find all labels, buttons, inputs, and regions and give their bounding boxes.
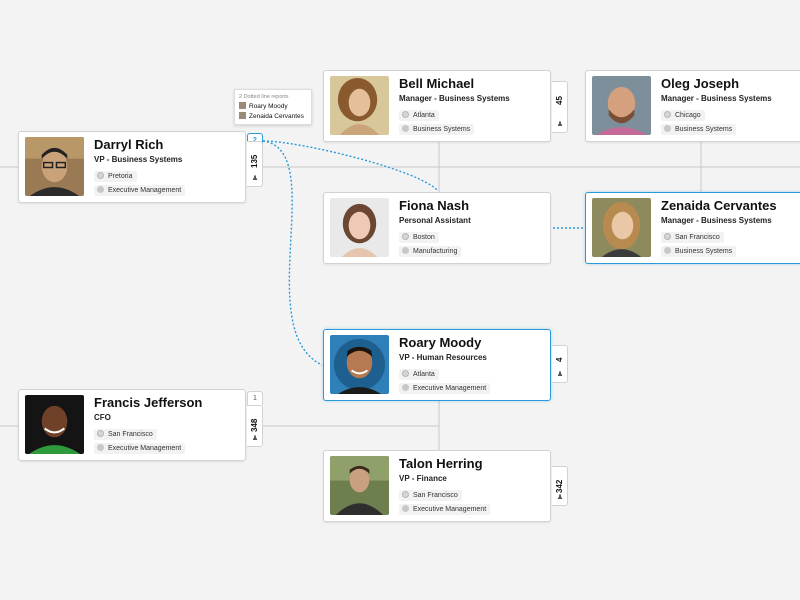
person-title: VP - Business Systems bbox=[94, 155, 183, 164]
department-icon bbox=[402, 247, 409, 254]
location-icon bbox=[97, 430, 104, 437]
avatar bbox=[592, 76, 651, 135]
department-icon bbox=[402, 384, 409, 391]
person-card-selected[interactable]: Roary Moody VP - Human Resources Atlanta… bbox=[323, 329, 551, 401]
popup-header: 2 Dotted line reports bbox=[239, 94, 289, 100]
people-icon: ♟ bbox=[556, 494, 564, 501]
popup-item[interactable]: Zenaida Cervantes bbox=[239, 112, 304, 121]
location-icon bbox=[402, 111, 409, 118]
department-icon bbox=[97, 444, 104, 451]
reports-count: 4 bbox=[555, 357, 564, 363]
person-title: Personal Assistant bbox=[399, 216, 471, 225]
person-title: Manager - Business Systems bbox=[399, 94, 510, 103]
person-card[interactable]: Bell Michael Manager - Business Systems … bbox=[323, 70, 551, 142]
location-tag: Atlanta bbox=[399, 110, 439, 121]
person-name: Bell Michael bbox=[399, 76, 475, 91]
people-icon: ♟ bbox=[556, 371, 564, 378]
person-title: VP - Human Resources bbox=[399, 353, 487, 362]
location-icon bbox=[402, 370, 409, 377]
people-icon: ♟ bbox=[556, 121, 564, 128]
people-icon: ♟ bbox=[251, 435, 259, 442]
department-tag: Executive Management bbox=[94, 443, 186, 454]
reports-count: 135 bbox=[250, 154, 259, 168]
department-tag: Business Systems bbox=[661, 124, 737, 135]
person-title: Manager - Business Systems bbox=[661, 94, 772, 103]
avatar bbox=[330, 335, 389, 394]
person-card[interactable]: Francis Jefferson CFO San Francisco Exec… bbox=[18, 389, 246, 461]
dotted-line-count[interactable]: 1 bbox=[247, 391, 263, 405]
avatar bbox=[330, 456, 389, 515]
popup-item[interactable]: Roary Moody bbox=[239, 102, 288, 111]
department-tag: Business Systems bbox=[399, 124, 475, 135]
location-tag: San Francisco bbox=[399, 490, 462, 501]
department-tag: Business Systems bbox=[661, 246, 737, 257]
department-icon bbox=[664, 125, 671, 132]
person-title: VP - Finance bbox=[399, 474, 447, 483]
department-tag: Executive Management bbox=[399, 383, 491, 394]
dotted-line-popup: 2 Dotted line reports Roary Moody Zenaid… bbox=[234, 89, 312, 125]
avatar bbox=[330, 76, 389, 135]
avatar bbox=[330, 198, 389, 257]
location-icon bbox=[402, 233, 409, 240]
person-name: Fiona Nash bbox=[399, 198, 470, 213]
reports-count-tab[interactable]: 45 ♟ bbox=[552, 81, 568, 133]
location-icon bbox=[97, 172, 104, 179]
location-tag: Pretoria bbox=[94, 171, 137, 182]
person-name: Zenaida Cervantes bbox=[661, 198, 777, 213]
person-card[interactable]: Oleg Joseph Manager - Business Systems C… bbox=[585, 70, 800, 142]
person-card[interactable]: Talon Herring VP - Finance San Francisco… bbox=[323, 450, 551, 522]
department-tag: Executive Management bbox=[94, 185, 186, 196]
department-icon bbox=[402, 125, 409, 132]
reports-count-tab[interactable]: 348 ♟ bbox=[247, 405, 263, 447]
location-tag: Chicago bbox=[661, 110, 705, 121]
location-icon bbox=[664, 111, 671, 118]
person-name: Darryl Rich bbox=[94, 137, 164, 152]
avatar bbox=[239, 102, 246, 109]
reports-count-tab[interactable]: 342 ♟ bbox=[552, 466, 568, 506]
department-icon bbox=[664, 247, 671, 254]
location-tag: Boston bbox=[399, 232, 439, 243]
department-icon bbox=[97, 186, 104, 193]
person-card[interactable]: Darryl Rich VP - Business Systems Pretor… bbox=[18, 131, 246, 203]
person-name: Roary Moody bbox=[399, 335, 482, 350]
location-icon bbox=[402, 491, 409, 498]
department-icon bbox=[402, 505, 409, 512]
avatar bbox=[239, 112, 246, 119]
people-icon: ♟ bbox=[251, 175, 259, 182]
person-title: CFO bbox=[94, 413, 111, 422]
location-tag: Atlanta bbox=[399, 369, 439, 380]
avatar bbox=[592, 198, 651, 257]
avatar bbox=[25, 137, 84, 196]
person-name: Oleg Joseph bbox=[661, 76, 740, 91]
reports-count-tab[interactable]: 4 ♟ bbox=[552, 345, 568, 383]
location-tag: San Francisco bbox=[661, 232, 724, 243]
person-title: Manager - Business Systems bbox=[661, 216, 772, 225]
reports-count: 45 bbox=[555, 96, 564, 106]
person-card[interactable]: Fiona Nash Personal Assistant Boston Man… bbox=[323, 192, 551, 264]
department-tag: Executive Management bbox=[399, 504, 491, 515]
department-tag: Manufacturing bbox=[399, 246, 462, 257]
avatar bbox=[25, 395, 84, 454]
reports-count-tab[interactable]: 135 ♟ bbox=[247, 141, 263, 187]
location-icon bbox=[664, 233, 671, 240]
person-name: Francis Jefferson bbox=[94, 395, 203, 410]
person-name: Talon Herring bbox=[399, 456, 483, 471]
person-card-selected[interactable]: Zenaida Cervantes Manager - Business Sys… bbox=[585, 192, 800, 264]
location-tag: San Francisco bbox=[94, 429, 157, 440]
